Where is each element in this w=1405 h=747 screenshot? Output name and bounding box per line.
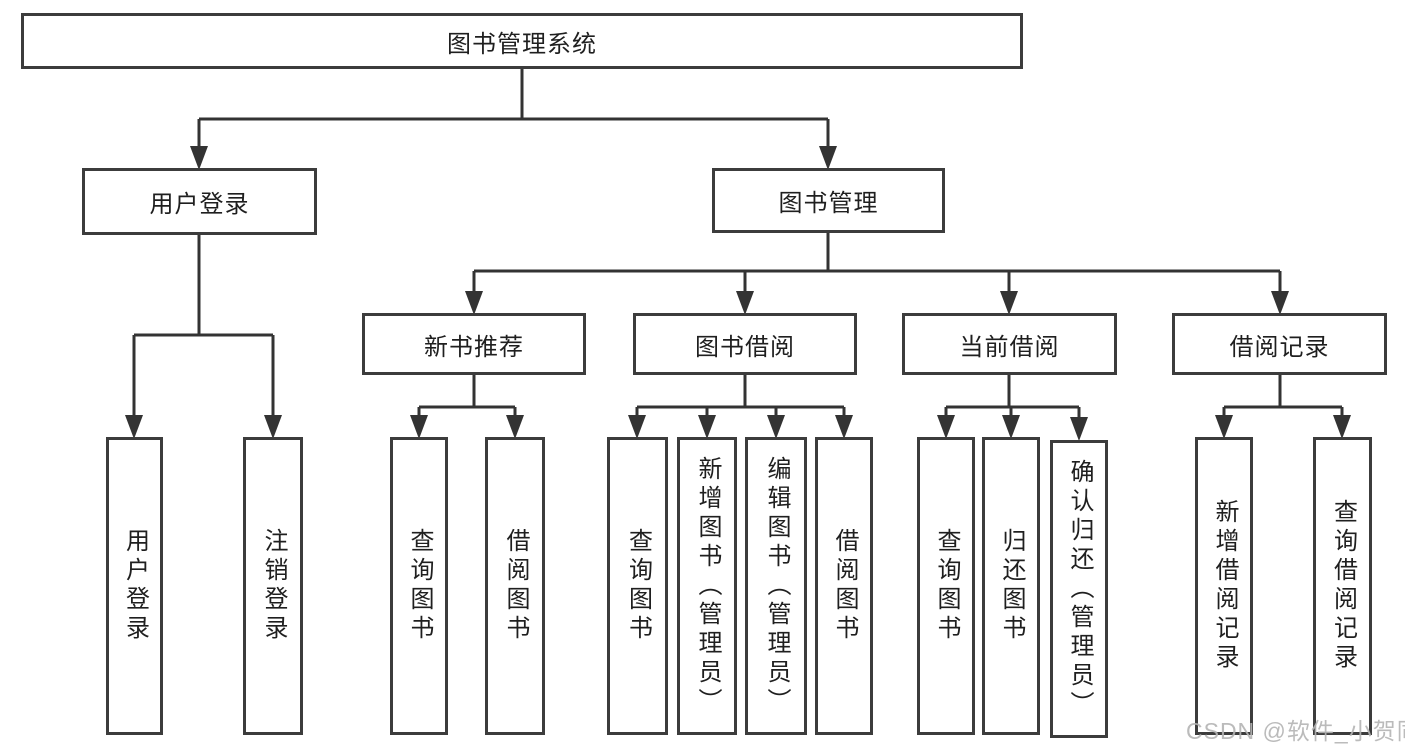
arrowhead xyxy=(1070,417,1088,441)
arrowhead xyxy=(937,415,955,439)
node-label: 用户登录 xyxy=(149,191,250,218)
node-user-login: 用户登录 xyxy=(82,168,317,235)
csdn-watermark: CSDN @软件_小贺同学 xyxy=(1186,718,1405,744)
arrowhead xyxy=(835,415,853,439)
leaf-query-books-recommend: 查询图书 xyxy=(390,437,448,735)
leaf-user-login: 用户登录 xyxy=(106,437,163,735)
arrowhead xyxy=(628,415,646,439)
arrowhead xyxy=(1002,415,1020,439)
arrowhead xyxy=(410,415,428,439)
leaf-return-books: 归还图书 xyxy=(982,437,1040,735)
leaf-query-books-borrow: 查询图书 xyxy=(607,437,668,735)
arrowhead xyxy=(465,291,483,315)
node-label: 用户登录 xyxy=(121,528,149,644)
node-label: 归还图书 xyxy=(998,528,1025,644)
leaf-edit-books-admin: 编辑图书（管理员） xyxy=(745,437,807,735)
node-label: 借阅图书 xyxy=(831,528,858,644)
node-label: 查询图书 xyxy=(406,528,433,644)
arrowhead xyxy=(1000,291,1018,315)
node-label: 查询借阅记录 xyxy=(1329,499,1357,673)
node-label: 借阅图书 xyxy=(502,528,529,644)
node-label: 当前借阅 xyxy=(959,333,1060,361)
arrowhead xyxy=(1271,291,1289,315)
connector-current-borrow-children xyxy=(944,372,1081,421)
connector-user-login-children xyxy=(132,232,275,419)
connector-new-book-recommend-children xyxy=(417,372,517,419)
node-label: 借阅记录 xyxy=(1229,333,1330,361)
arrowhead xyxy=(1333,415,1351,439)
node-label: 图书管理 xyxy=(778,190,879,217)
node-library-management-system: 图书管理系统 xyxy=(21,13,1023,69)
node-label: 确认归还（管理员） xyxy=(1066,458,1093,720)
connector-root-to-level2 xyxy=(197,66,830,150)
node-label: 查询图书 xyxy=(624,528,652,644)
arrowhead xyxy=(125,415,143,439)
node-current-borrow: 当前借阅 xyxy=(902,313,1117,375)
node-label: 新增图书（管理员） xyxy=(694,455,721,717)
node-label: 新书推荐 xyxy=(424,333,524,361)
arrowhead xyxy=(698,415,716,439)
leaf-borrow-books: 借阅图书 xyxy=(815,437,873,735)
connector-book-borrow-children xyxy=(635,372,846,419)
leaf-borrow-books-recommend: 借阅图书 xyxy=(485,437,545,735)
node-label: 编辑图书（管理员） xyxy=(763,455,790,717)
node-label: 新增借阅记录 xyxy=(1211,499,1238,673)
leaf-query-books-current: 查询图书 xyxy=(917,437,975,735)
leaf-add-borrow-record: 新增借阅记录 xyxy=(1195,437,1253,735)
arrowhead xyxy=(736,291,754,315)
node-label: 图书管理系统 xyxy=(447,30,597,58)
leaf-add-books-admin: 新增图书（管理员） xyxy=(677,437,737,735)
node-book-management: 图书管理 xyxy=(712,168,945,233)
arrowhead xyxy=(190,146,208,170)
arrowhead xyxy=(767,415,785,439)
arrowhead xyxy=(264,415,282,439)
node-label: 注销登录 xyxy=(260,528,287,644)
connector-borrow-records-children xyxy=(1222,372,1344,419)
arrowhead xyxy=(819,146,837,170)
node-book-borrow: 图书借阅 xyxy=(633,313,857,375)
connector-book-management-children xyxy=(472,230,1282,295)
node-label: 图书借阅 xyxy=(695,333,795,361)
arrowhead xyxy=(506,415,524,439)
leaf-logout: 注销登录 xyxy=(243,437,303,735)
node-new-book-recommend: 新书推荐 xyxy=(362,313,586,375)
node-borrow-records: 借阅记录 xyxy=(1172,313,1387,375)
leaf-query-borrow-record: 查询借阅记录 xyxy=(1313,437,1372,735)
leaf-confirm-return-admin: 确认归还（管理员） xyxy=(1050,440,1108,738)
node-label: 查询图书 xyxy=(933,528,960,644)
arrowhead xyxy=(1215,415,1233,439)
